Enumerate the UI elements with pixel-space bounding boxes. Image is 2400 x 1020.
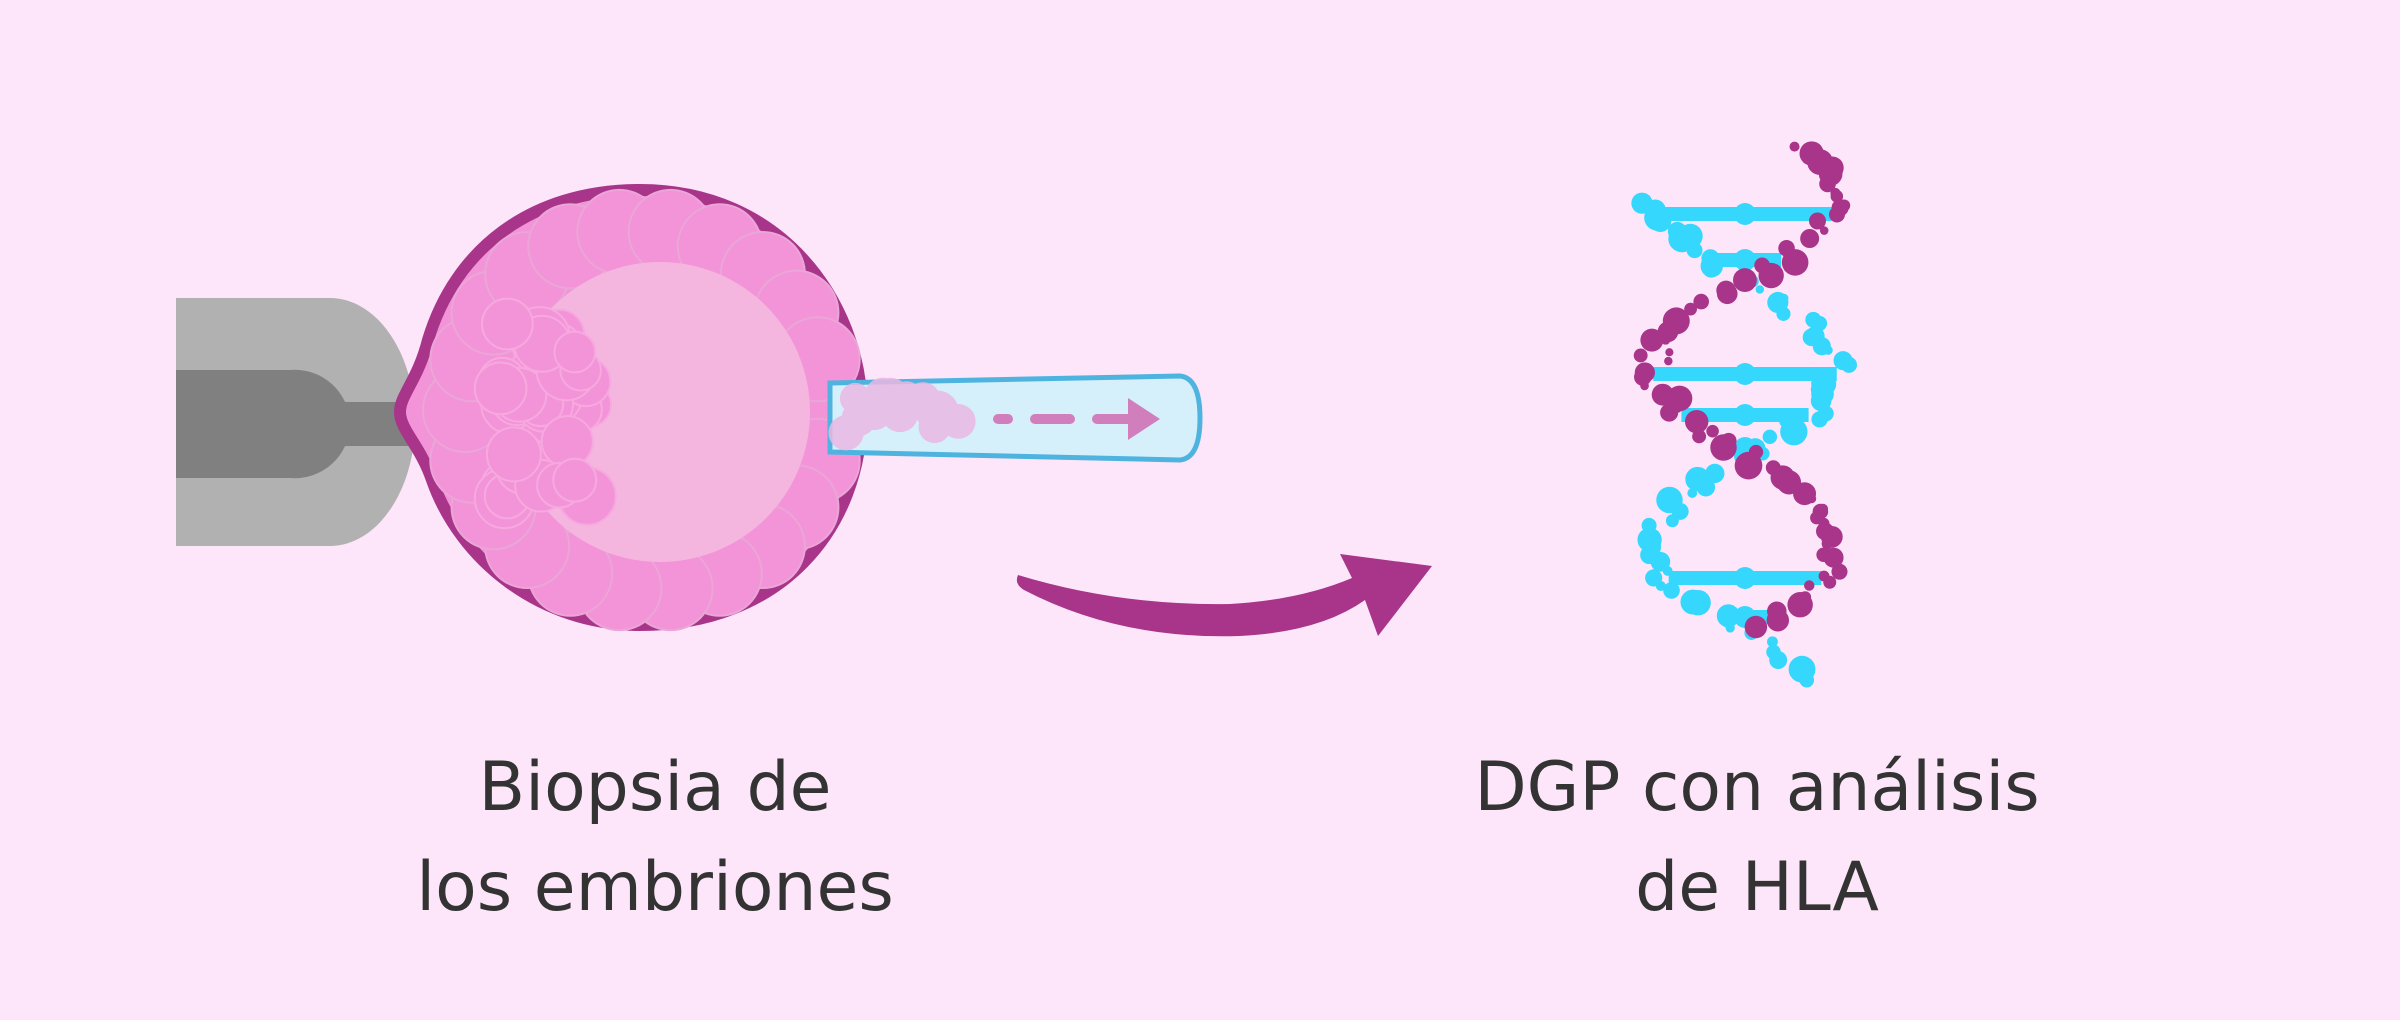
dna-strand-dot bbox=[1716, 604, 1740, 628]
dna-strand-dot bbox=[1692, 429, 1707, 444]
cell bbox=[940, 404, 976, 439]
dna-strand-dot bbox=[1680, 589, 1706, 615]
dna-strand-dot bbox=[1706, 424, 1719, 438]
dna-strand-dot bbox=[1819, 226, 1829, 235]
dna-strand-dot bbox=[1665, 514, 1679, 528]
inner-cell-mass bbox=[473, 297, 617, 530]
dna-strand-dot bbox=[1710, 434, 1737, 461]
dna-strand-dot bbox=[1781, 249, 1809, 276]
dna-strand-dot bbox=[1660, 403, 1679, 422]
cell bbox=[473, 361, 528, 416]
dashed-arrow-icon bbox=[993, 398, 1160, 440]
cell bbox=[485, 426, 542, 483]
dna-strand-dot bbox=[1640, 381, 1649, 391]
dna-strand-dot bbox=[1831, 563, 1848, 580]
dna-strand-dot bbox=[1686, 242, 1703, 259]
base-pair-node bbox=[1734, 567, 1756, 589]
dna-strand-dot bbox=[1811, 411, 1828, 428]
caption-line: los embriones bbox=[416, 848, 894, 927]
dna-strand-dot bbox=[1663, 582, 1680, 599]
dna-strand-dot bbox=[1762, 429, 1778, 445]
caption-line: Biopsia de bbox=[478, 748, 832, 827]
dna-strand-dot bbox=[1792, 670, 1803, 680]
base-pair-node bbox=[1734, 363, 1756, 385]
caption-embryo-biopsy: Biopsia de los embriones bbox=[305, 738, 1005, 938]
curved-arrow-icon bbox=[1016, 554, 1432, 637]
cell bbox=[553, 330, 597, 374]
dna-strand-dot bbox=[1732, 268, 1757, 292]
dna-strand-dot bbox=[1744, 615, 1768, 639]
biopsied-cells bbox=[828, 377, 976, 451]
cell bbox=[480, 297, 534, 351]
dna-strand-dot bbox=[1769, 651, 1788, 670]
dna-strand-dot bbox=[1716, 283, 1738, 305]
dna-strand-dot bbox=[1665, 348, 1674, 357]
dna-strand-dot bbox=[1696, 477, 1716, 497]
dna-strand-dot bbox=[1702, 260, 1720, 278]
dna-strand-dot bbox=[1823, 547, 1844, 568]
dna-strand-dot bbox=[1800, 229, 1820, 249]
dna-strand-dot bbox=[1734, 451, 1763, 480]
dna-strand-dot bbox=[1823, 575, 1837, 589]
base-pair-node bbox=[1734, 249, 1756, 271]
dna-strand-dot bbox=[1684, 409, 1709, 434]
caption-line: DGP con análisis bbox=[1474, 748, 2040, 827]
dna-strand-dot bbox=[1687, 488, 1698, 498]
dna-strand-dot bbox=[1640, 328, 1664, 352]
holding-pipette bbox=[176, 298, 420, 546]
dna-strand-dot bbox=[1705, 463, 1725, 484]
cell bbox=[881, 395, 919, 433]
cell bbox=[552, 457, 598, 503]
dna-strand-dot bbox=[1755, 285, 1765, 294]
dna-helix-icon bbox=[1631, 141, 1857, 688]
cell bbox=[828, 415, 864, 451]
dna-strand-dot bbox=[1693, 293, 1709, 310]
dna-strand-dot bbox=[1829, 206, 1845, 223]
dna-strand-dot bbox=[1633, 348, 1648, 363]
dna-strand-dot bbox=[1787, 591, 1813, 618]
dna-strand-dot bbox=[1789, 141, 1800, 152]
base-pair-node bbox=[1734, 203, 1756, 225]
dna-strand-dot bbox=[1808, 212, 1826, 230]
dna-strand-dot bbox=[1649, 209, 1672, 233]
dna-strand-dot bbox=[1725, 623, 1735, 633]
dna-strand-dot bbox=[1776, 306, 1791, 321]
dna-strand-dot bbox=[1662, 565, 1673, 576]
dna-strand-dot bbox=[1819, 175, 1836, 193]
embryo bbox=[393, 183, 869, 632]
dna-strand-dot bbox=[1840, 356, 1857, 373]
dna-strand-dot bbox=[1655, 580, 1666, 591]
dna-strand-dot bbox=[1803, 580, 1815, 591]
dna-strand-dot bbox=[1821, 537, 1833, 550]
dna-strand-dot bbox=[1684, 302, 1697, 316]
dna-strand-dot bbox=[1634, 368, 1652, 386]
dna-strand-dot bbox=[1799, 672, 1815, 688]
caption-pgd-hla: DGP con análisis de HLA bbox=[1407, 738, 2107, 938]
dna-strand-dot bbox=[1780, 418, 1808, 446]
cell bbox=[839, 382, 871, 414]
dna-strand-dot bbox=[1664, 356, 1673, 366]
dna-strand-dot bbox=[1807, 494, 1817, 504]
dna-strand-dot bbox=[1823, 345, 1833, 355]
dna-strand-dot bbox=[1767, 636, 1778, 648]
dna-strand-dot bbox=[1758, 262, 1784, 289]
biopsy-needle bbox=[827, 373, 1203, 463]
dna-strand-dot bbox=[1766, 609, 1790, 632]
base-pair-node bbox=[1734, 404, 1756, 426]
caption-line: de HLA bbox=[1635, 848, 1879, 927]
